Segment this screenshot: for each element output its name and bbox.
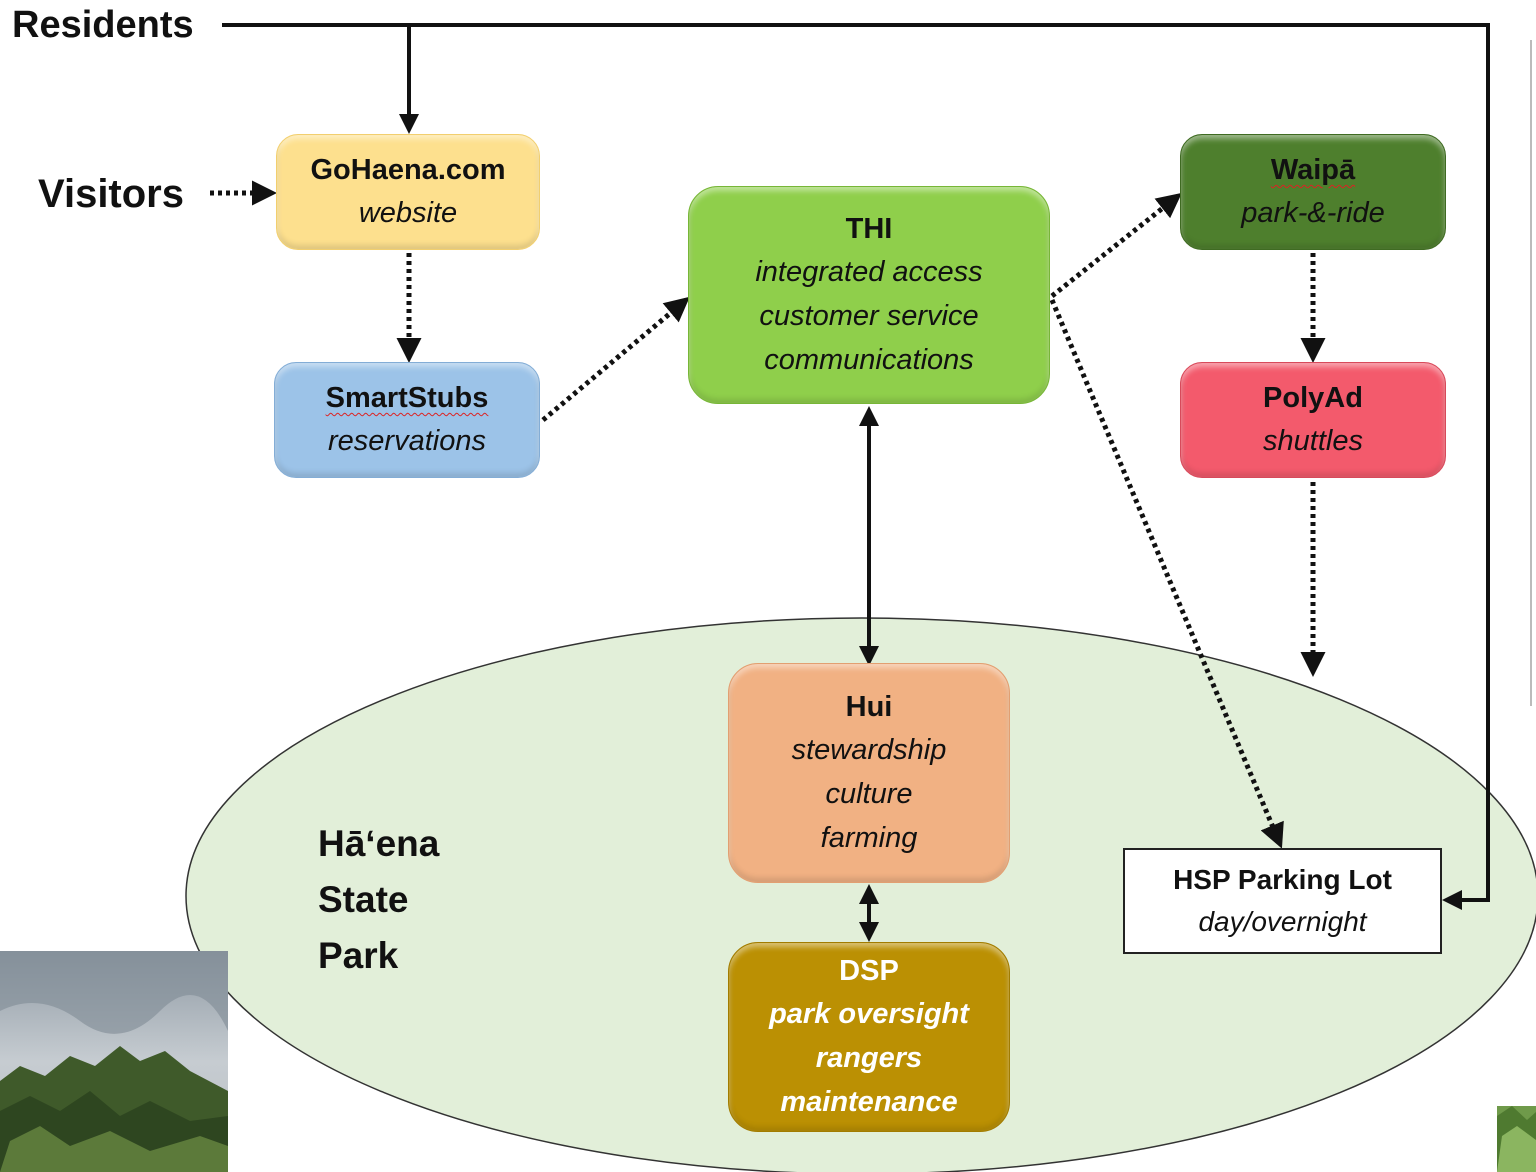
gohaena-subtitle: website	[358, 197, 458, 229]
park-label-line-1: Hā‘ena	[318, 823, 440, 864]
visitors-label: Visitors	[38, 172, 184, 216]
gohaena-website-box: GoHaena.com website	[276, 134, 540, 250]
thi-to-hsp-arrow	[1049, 299, 1284, 849]
dsp-line-2: rangers	[815, 1042, 923, 1074]
waipa-park-and-ride-box: Waipā park-&-ride	[1180, 134, 1446, 250]
polyad-title: PolyAd	[1263, 382, 1363, 414]
hsp-parking-lot-box: HSP Parking Lot day/overnight	[1123, 848, 1442, 954]
smartstubs-reservations-box: SmartStubs reservations	[274, 362, 540, 478]
dotted-connectors	[210, 180, 1326, 849]
smartstubs-title: SmartStubs	[325, 382, 489, 414]
thi-line-2: customer service	[759, 300, 979, 332]
waipa-subtitle: park-&-ride	[1241, 197, 1385, 229]
hui-line-2: culture	[825, 778, 913, 810]
gohaena-title: GoHaena.com	[310, 154, 506, 186]
hsp-title: HSP Parking Lot	[1173, 864, 1392, 895]
dsp-line-1: park oversight	[769, 998, 969, 1030]
dsp-title: DSP	[839, 955, 899, 987]
hui-line-3: farming	[820, 822, 918, 854]
park-label: Hā‘ena State Park	[318, 816, 498, 984]
residents-label: Residents	[12, 4, 194, 46]
hsp-subtitle: day/overnight	[1198, 906, 1367, 937]
thi-line-1: integrated access	[755, 256, 983, 288]
polyad-shuttles-box: PolyAd shuttles	[1180, 362, 1446, 478]
hui-box: Hui stewardship culture farming	[728, 663, 1010, 883]
thi-box: THI integrated access customer service c…	[688, 186, 1050, 404]
park-label-line-3: Park	[318, 935, 399, 976]
dsp-line-3: maintenance	[780, 1086, 958, 1118]
dsp-box: DSP park oversight rangers maintenance	[728, 942, 1010, 1132]
thi-line-3: communications	[764, 344, 974, 376]
park-label-line-2: State	[318, 879, 409, 920]
waipa-title: Waipā	[1270, 154, 1356, 186]
thi-to-waipa-arrow	[1050, 192, 1182, 298]
hui-line-1: stewardship	[791, 734, 947, 766]
foliage-photo	[1497, 1106, 1536, 1172]
smartstubs-to-thi-arrow	[541, 296, 690, 422]
hui-title: Hui	[845, 691, 893, 723]
thi-title: THI	[845, 213, 893, 245]
cliff-photo	[0, 951, 228, 1172]
polyad-subtitle: shuttles	[1263, 425, 1363, 457]
smartstubs-subtitle: reservations	[328, 425, 486, 457]
residents-connector	[222, 23, 1490, 910]
